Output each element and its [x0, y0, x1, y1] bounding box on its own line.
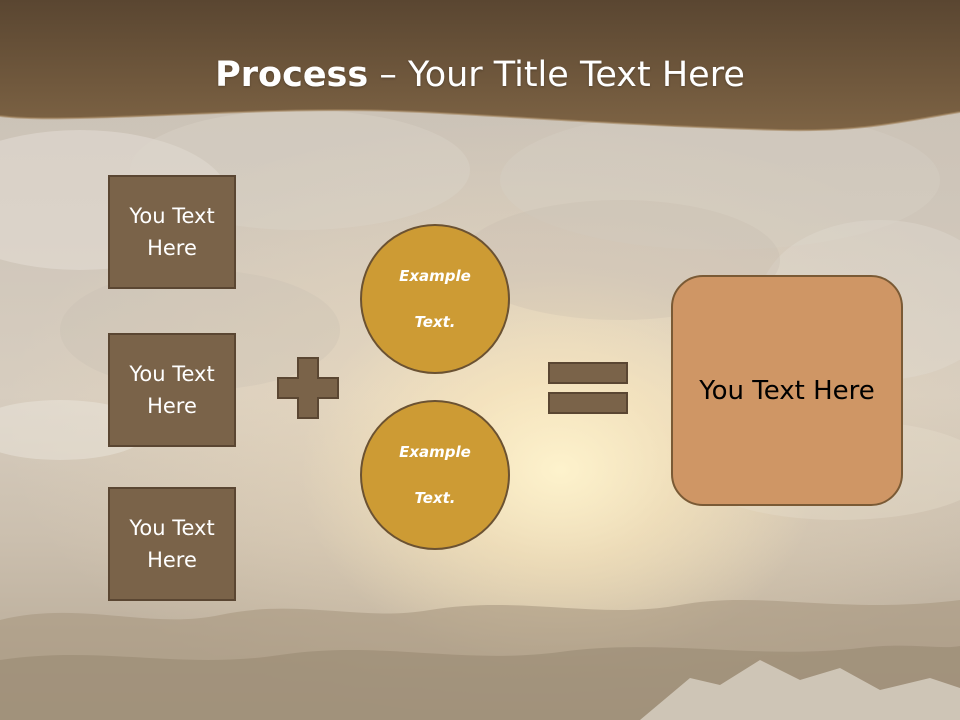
slide-title: Process – Your Title Text Here [0, 54, 960, 96]
equals-icon [548, 362, 628, 414]
text-box-line2: Here [147, 394, 197, 418]
title-banner [0, 0, 960, 132]
circle-line2: Text. [414, 488, 456, 507]
text-box-line1: You Text [129, 362, 215, 386]
text-box-line2: Here [147, 548, 197, 572]
circle-line2: Text. [414, 312, 456, 331]
result-text: You Text Here [699, 375, 875, 406]
circle-line1: Example [399, 442, 471, 461]
mountain-background [0, 600, 960, 720]
result-box: You Text Here [671, 275, 903, 506]
text-box-line2: Here [147, 236, 197, 260]
plus-icon [277, 357, 339, 419]
text-box-line1: You Text [129, 204, 215, 228]
title-rest: – Your Title Text Here [368, 55, 745, 95]
title-bold: Process [215, 55, 369, 95]
circle-line1: Example [399, 266, 471, 285]
text-box-line1: You Text [129, 516, 215, 540]
